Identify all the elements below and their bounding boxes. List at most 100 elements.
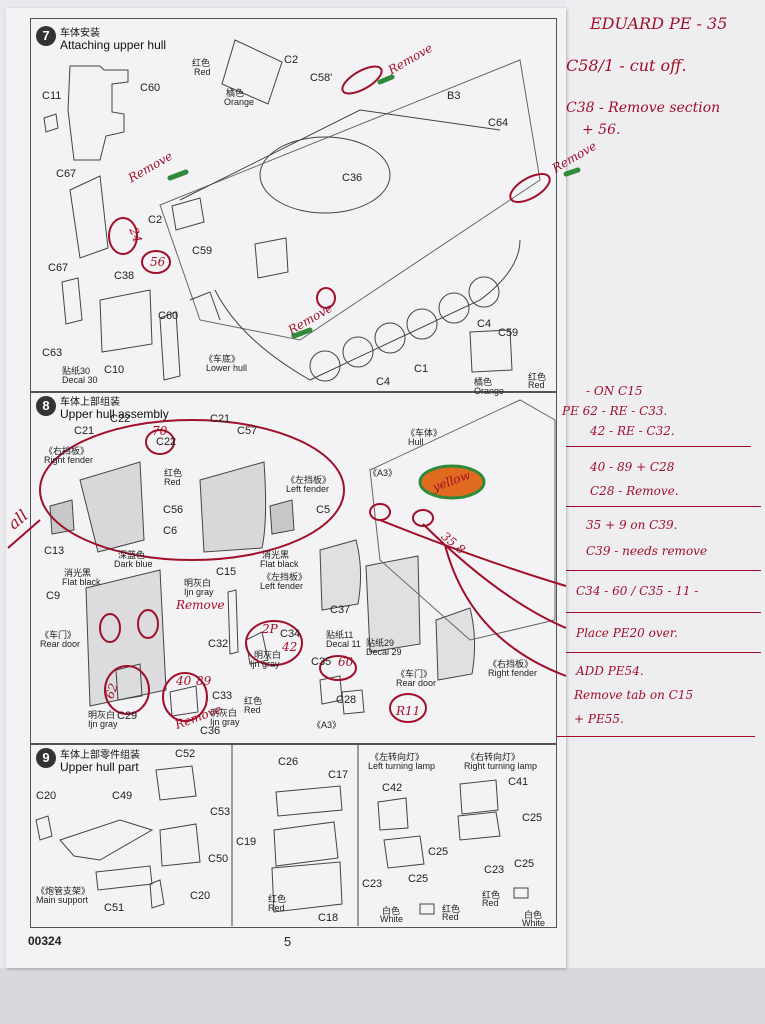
part-label: C20	[36, 790, 57, 802]
note: White	[522, 918, 546, 928]
part-label: C67	[48, 262, 69, 274]
note: Red	[244, 705, 261, 715]
note-cn: 明灰白	[210, 708, 238, 718]
part-label: C6	[163, 525, 178, 537]
part-label: C1	[414, 363, 429, 375]
part-label: C26	[278, 756, 299, 768]
note: Flat black	[62, 577, 101, 587]
paint-note-cn: 橘色	[474, 377, 493, 387]
step7-number: 7	[36, 26, 56, 46]
note: Rear door	[396, 678, 437, 688]
table-surface	[0, 968, 765, 1024]
handnote-line: 40 - 89 + C28	[590, 460, 675, 474]
handnote-line: 42 - RE - C32.	[590, 424, 675, 438]
paint-note: Red	[194, 67, 211, 77]
part-label: C36	[342, 172, 363, 184]
note: Rear door	[40, 639, 81, 649]
part-label: C50	[208, 853, 229, 865]
handnote-line: C39 - needs remove	[586, 544, 708, 558]
note: Flat black	[260, 559, 299, 569]
note-cn: 贴纸11	[326, 630, 354, 640]
note: White	[380, 914, 404, 924]
notes-background	[566, 0, 765, 1024]
handwritten-number: 40	[176, 674, 192, 688]
part-label: C21	[210, 413, 231, 425]
page-number: 5	[284, 934, 292, 949]
handwritten-remove: Remove	[176, 598, 225, 612]
part-label: C63	[42, 347, 63, 359]
handnote-line: Place PE20 over.	[576, 626, 678, 640]
handnote-line: Remove tab on C15	[574, 688, 694, 702]
part-label: B3	[447, 90, 461, 102]
part-label: C29	[117, 710, 138, 722]
step9-number: 9	[36, 748, 56, 768]
part-label: C51	[104, 902, 125, 914]
part-label: C25	[428, 846, 449, 858]
note: Red	[164, 477, 181, 487]
part-label: C49	[112, 790, 133, 802]
step7-title-cn: 车体安装	[60, 28, 100, 39]
handnote-divider	[566, 612, 761, 613]
part-label: C18	[318, 912, 339, 924]
part-label: C38	[114, 270, 135, 282]
note-cn: 消光黑	[64, 568, 92, 578]
note: Red	[268, 903, 285, 913]
step8-title-cn: 车体上部组装	[60, 397, 120, 408]
step9-panel	[30, 743, 557, 928]
handnote-header: EDUARD PE - 35	[590, 14, 728, 33]
handwritten-number: 60	[338, 655, 354, 669]
handwritten-number: R11	[396, 704, 421, 718]
handnote-line: C34 - 60 / C35 - 11 -	[576, 584, 699, 598]
part-label: C59	[498, 327, 519, 339]
step7-panel	[30, 18, 557, 393]
handwritten-number: 42	[282, 640, 298, 654]
part-label: C33	[212, 690, 233, 702]
note: Right turning lamp	[464, 761, 538, 771]
note: Ijn gray	[88, 719, 118, 729]
note-cn: 《左挡板》	[286, 475, 332, 485]
note: Main support	[36, 895, 89, 905]
step9-title: Upper hull part	[60, 760, 139, 774]
part-c60-frame	[67, 65, 129, 161]
note: Right fender	[488, 668, 538, 678]
note-cn: 白色	[382, 906, 401, 916]
part-label: C25	[514, 858, 535, 870]
paint-note: Red	[528, 380, 545, 390]
part-label: C35	[311, 656, 332, 668]
handnote-line: ADD PE54.	[576, 664, 644, 678]
note-cn: 《右转向灯》	[466, 752, 521, 762]
note-cn: 《右挡板》	[488, 659, 534, 669]
paint-note-cn: 橘色	[226, 88, 245, 98]
part-label: C59	[192, 245, 213, 257]
note: Decal 29	[366, 647, 402, 657]
part-label: C67	[56, 168, 77, 180]
note: Ijn gray	[184, 587, 214, 597]
part-label: C32	[208, 638, 229, 650]
part-label: C10	[104, 364, 125, 376]
part-label: C56	[163, 504, 184, 516]
note: Red	[442, 912, 459, 922]
part-label: C52	[175, 748, 196, 760]
note: Left fender	[286, 484, 330, 494]
note: 《A3》	[368, 468, 398, 478]
note-cn: 红色	[482, 890, 501, 900]
note: Hull	[408, 437, 424, 447]
part-label: C5	[316, 504, 331, 516]
part-label: C21	[74, 425, 95, 437]
note: 《A3》	[312, 720, 342, 730]
note-cn: 明灰白	[88, 710, 116, 720]
note-cn: 《车门》	[396, 669, 433, 679]
note-cn: 《炮管支架》	[36, 886, 91, 896]
note-cn: 贴纸29	[366, 638, 395, 648]
decal-note-cn: 贴纸30	[62, 366, 91, 376]
note: Left fender	[260, 581, 304, 591]
paint-note-cn: 红色	[528, 372, 547, 382]
part-label: C28	[336, 694, 357, 706]
note-cn: 红色	[164, 468, 183, 478]
handnote-line: C58/1 - cut off.	[566, 56, 687, 75]
note-cn: 《车体》	[406, 428, 443, 438]
handnote-divider	[566, 506, 761, 507]
part-label: C2	[148, 214, 163, 226]
note: Ijn gray	[250, 659, 280, 669]
